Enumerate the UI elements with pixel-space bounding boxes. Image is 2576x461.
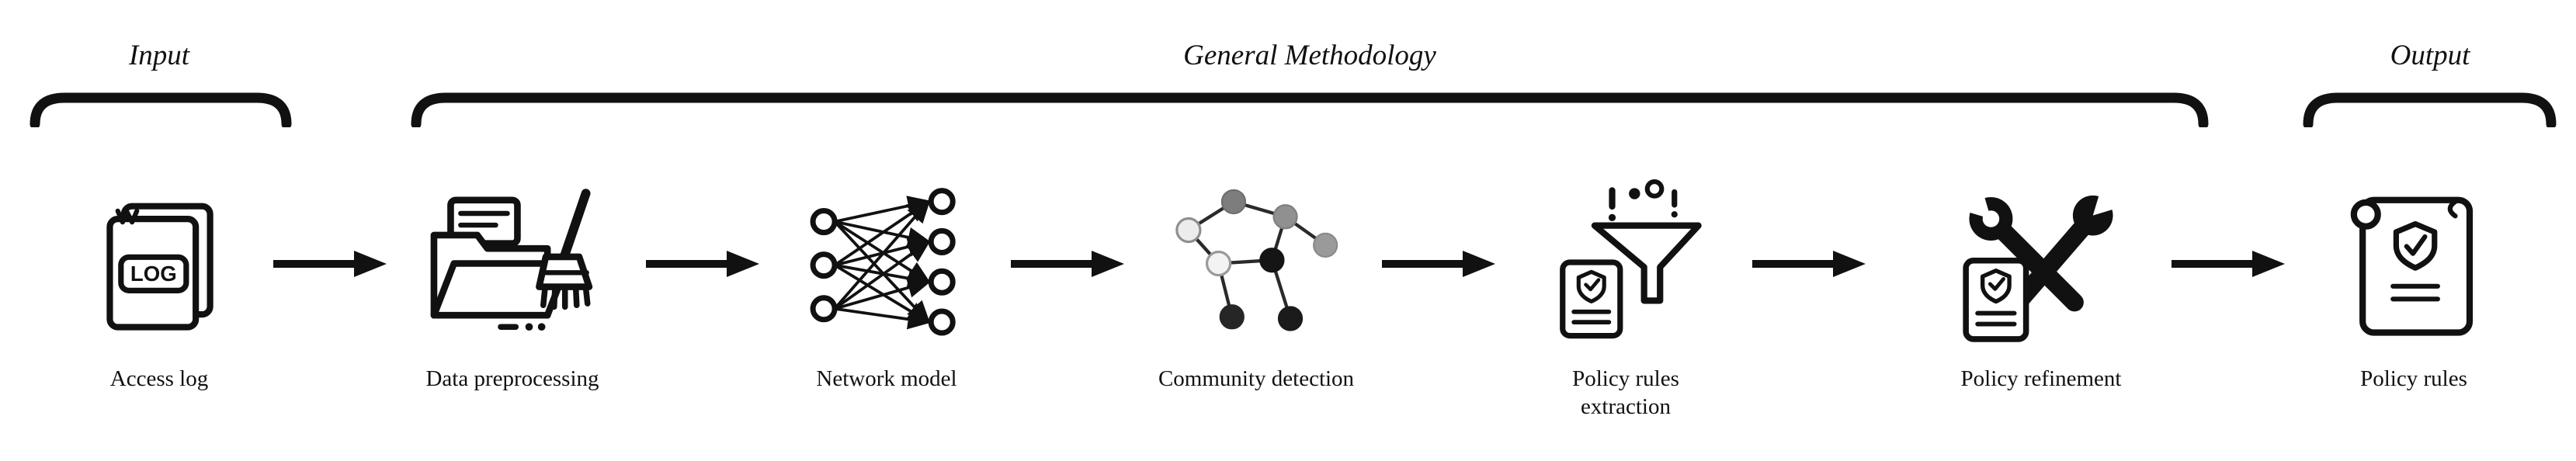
output-section-label: Output xyxy=(2390,40,2470,71)
step-policy-rules-extraction: Policy rules extraction xyxy=(1542,161,1710,421)
flow-arrow-icon xyxy=(1752,251,1866,277)
step-policy-refinement: Policy refinement xyxy=(1949,161,2133,393)
policy-rules-icon xyxy=(2334,161,2494,365)
network-model-icon xyxy=(803,161,970,365)
step-data-preprocessing: Data preprocessing xyxy=(421,161,605,393)
flow-arrow-icon xyxy=(273,251,387,277)
step-label-network-model: Network model xyxy=(816,366,957,391)
step-access-log: LOG Access log xyxy=(80,161,239,393)
step-label-data-preprocessing: Data preprocessing xyxy=(425,366,599,391)
step-label-policy-rules-extraction: Policy rules extraction xyxy=(1572,366,1679,420)
access-log-icon: LOG xyxy=(80,161,239,365)
community-detection-icon xyxy=(1168,161,1344,365)
step-label-access-log: Access log xyxy=(109,366,209,391)
step-label-community-detection: Community detection xyxy=(1158,366,1355,391)
step-network-model: Network model xyxy=(803,161,970,393)
policy-refinement-icon xyxy=(1949,161,2133,365)
step-policy-rules: Policy rules xyxy=(2334,161,2494,393)
input-section-label: Input xyxy=(128,40,190,71)
policy-rules-extraction-icon xyxy=(1542,161,1710,365)
data-preprocessing-icon xyxy=(421,161,605,365)
step-label-policy-refinement: Policy refinement xyxy=(1960,366,2122,391)
flow-arrow-icon xyxy=(2172,251,2285,277)
access-log-text: LOG xyxy=(130,262,177,286)
flow-arrow-icon xyxy=(1382,251,1495,277)
step-community-detection: Community detection xyxy=(1158,161,1354,393)
step-label-policy-rules: Policy rules xyxy=(2360,366,2467,391)
flow-arrow-icon xyxy=(646,251,759,277)
methodology-section-label: General Methodology xyxy=(1183,40,1436,71)
methodology-brace-icon xyxy=(411,92,2209,127)
output-brace-icon xyxy=(2303,92,2557,127)
flow-arrow-icon xyxy=(1011,251,1124,277)
input-brace-icon xyxy=(30,92,292,127)
